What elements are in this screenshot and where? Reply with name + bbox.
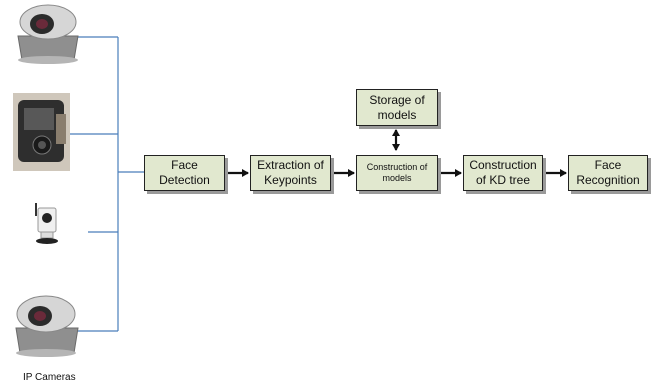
kd-tree-construction-box: Construction of KD tree bbox=[463, 155, 543, 191]
kd-tree-label-line2: of KD tree bbox=[475, 173, 531, 187]
keypoints-label-line2: Keypoints bbox=[264, 173, 317, 187]
keypoints-extraction-box: Extraction of Keypoints bbox=[250, 155, 331, 191]
cameras-caption: IP Cameras bbox=[23, 372, 76, 383]
camera-bus bbox=[70, 36, 144, 332]
face-recognition-label-line1: Face bbox=[594, 158, 622, 172]
face-detection-box: Face Detection bbox=[144, 155, 225, 191]
storage-models-label-line2: models bbox=[377, 107, 417, 122]
construction-models-label-line2: models bbox=[382, 173, 412, 183]
keypoints-label-line1: Extraction of bbox=[257, 158, 324, 172]
face-detection-label-line1: Face bbox=[171, 158, 198, 172]
face-recognition-box: Face Recognition bbox=[568, 155, 648, 191]
face-recognition-label-line2: Recognition bbox=[576, 173, 640, 187]
security-camera-icon bbox=[13, 93, 70, 171]
face-detection-label-line2: Detection bbox=[159, 173, 210, 187]
ptz-camera-icon bbox=[17, 4, 79, 64]
construction-models-box: Construction of models bbox=[356, 155, 438, 191]
small-camera-icon bbox=[35, 203, 58, 244]
storage-models-box: Storage of models bbox=[356, 89, 438, 126]
kd-tree-label-line1: Construction bbox=[469, 158, 537, 172]
ptz-camera-icon bbox=[15, 295, 79, 357]
construction-models-label-line1: Construction of bbox=[366, 161, 428, 172]
storage-models-label-line1: Storage of bbox=[369, 92, 425, 107]
